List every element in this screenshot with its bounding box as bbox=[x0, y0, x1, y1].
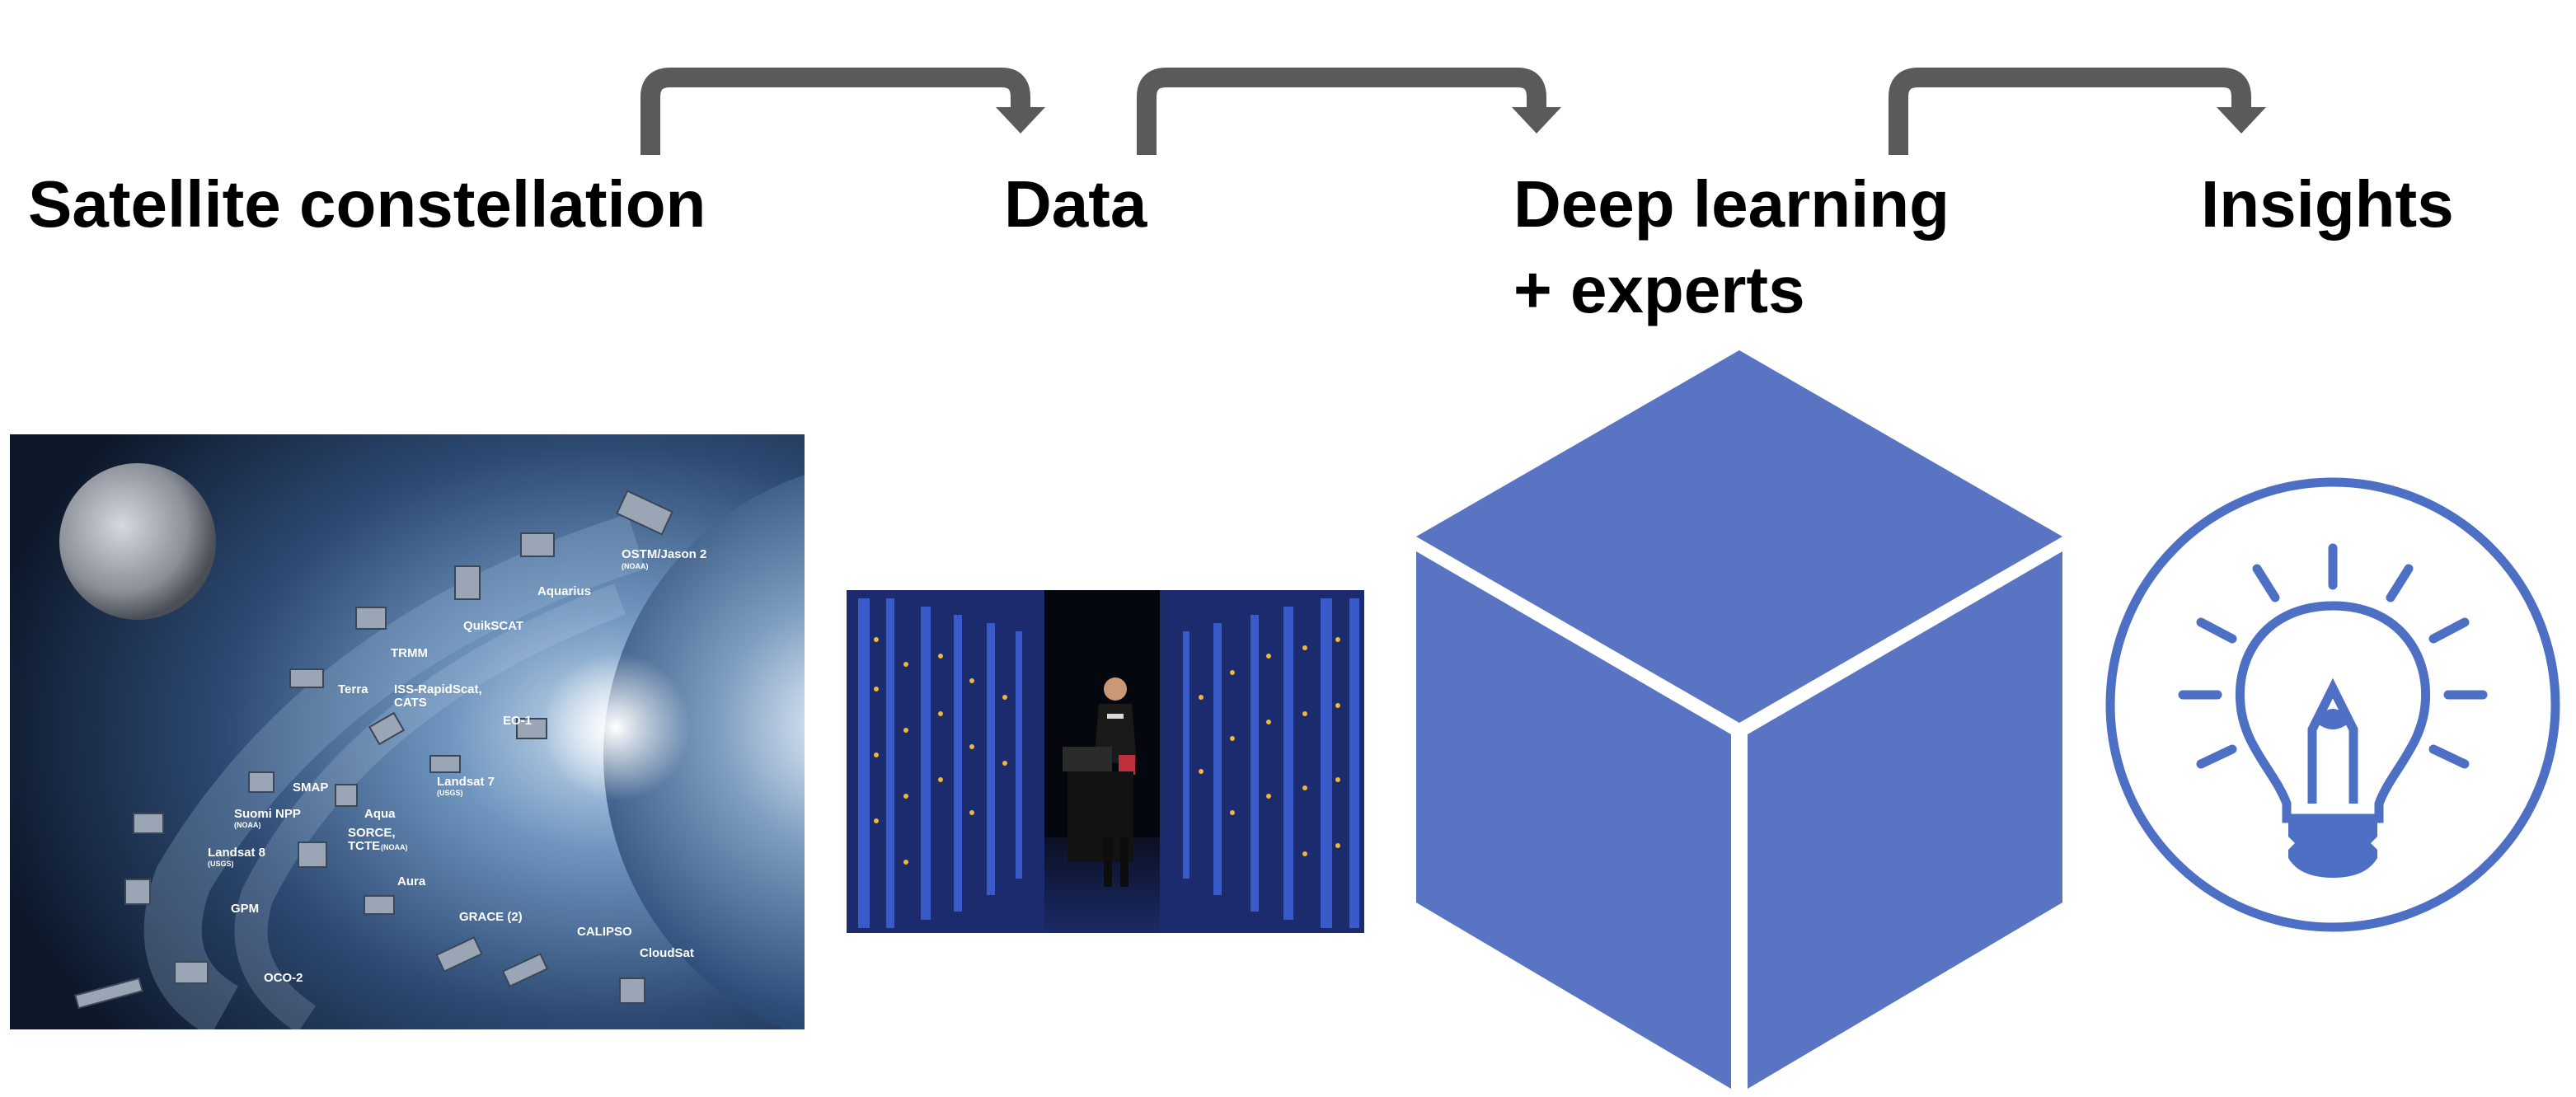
sat-label-landsat8: Landsat 8 bbox=[208, 846, 265, 860]
stage-label-deep-learning-line2: + experts bbox=[1513, 253, 1805, 326]
arrow-sat-to-data bbox=[640, 68, 1045, 155]
stage-label-data: Data bbox=[1004, 167, 1147, 241]
cube-top-face bbox=[1416, 350, 2062, 723]
bulb-base bbox=[2288, 820, 2377, 878]
sat-label-terra: Terra bbox=[338, 682, 368, 696]
technician bbox=[1063, 677, 1137, 887]
sat-label-oco2: OCO-2 bbox=[264, 971, 303, 985]
stage-label-satellite: Satellite constellation bbox=[28, 167, 706, 241]
svg-text:(NOAA): (NOAA) bbox=[234, 821, 261, 829]
sat-label-smap: SMAP bbox=[293, 781, 328, 795]
earth bbox=[603, 475, 805, 1029]
lightbulb-icon bbox=[2102, 474, 2564, 935]
sat-label-cats: CATS bbox=[394, 696, 427, 710]
sat-label-gpm: GPM bbox=[231, 902, 259, 916]
sat-label-suomi-npp: Suomi NPP bbox=[234, 807, 301, 821]
bulb-glass bbox=[2235, 601, 2431, 823]
data-center-image bbox=[847, 590, 1364, 933]
svg-text:(USGS): (USGS) bbox=[437, 789, 463, 797]
cube-icon bbox=[1416, 350, 2062, 1089]
sat-label-grace: GRACE (2) bbox=[459, 910, 523, 924]
sat-label-aquarius: Aquarius bbox=[537, 584, 591, 598]
arrow-data-to-dl bbox=[1137, 68, 1561, 155]
sat-label-eo1: EO-1 bbox=[503, 714, 532, 728]
cube-left-face bbox=[1416, 551, 1731, 1089]
sat-label-quikscat: QuikSCAT bbox=[463, 619, 523, 633]
stage-label-insights: Insights bbox=[2201, 167, 2454, 241]
svg-text:(USGS): (USGS) bbox=[208, 860, 234, 868]
sat-label-aura: Aura bbox=[397, 874, 426, 888]
sat-label-cloudsat: CloudSat bbox=[640, 946, 694, 960]
svg-text:(NOAA): (NOAA) bbox=[381, 843, 408, 851]
sat-label-trmm: TRMM bbox=[391, 646, 428, 660]
cube-right-face bbox=[1748, 551, 2062, 1089]
svg-text:(NOAA): (NOAA) bbox=[622, 562, 649, 570]
sat-label-landsat7: Landsat 7 bbox=[437, 775, 495, 789]
sat-label-aqua: Aqua bbox=[364, 807, 396, 821]
light-rays bbox=[2178, 543, 2488, 769]
sat-label-sorce: SORCE, bbox=[348, 826, 396, 840]
moon bbox=[59, 463, 216, 620]
bulb-filament bbox=[2307, 677, 2358, 804]
sat-label-tcte: TCTE bbox=[348, 839, 380, 853]
stage-label-deep-learning-line1: Deep learning bbox=[1513, 167, 1950, 241]
sat-label-iss-rapidscat: ISS-RapidScat, bbox=[394, 682, 482, 696]
stage-label-deep-learning: Deep learning + experts bbox=[1513, 162, 1950, 333]
sat-label-calipso: CALIPSO bbox=[577, 925, 632, 939]
satellite-constellation-image: OSTM/Jason 2 (NOAA) Aquarius QuikSCAT TR… bbox=[10, 434, 805, 1029]
insight-circle bbox=[2105, 477, 2560, 932]
sat-label-ostm: OSTM/Jason 2 bbox=[622, 547, 706, 561]
arrow-dl-to-insights bbox=[1889, 68, 2266, 155]
